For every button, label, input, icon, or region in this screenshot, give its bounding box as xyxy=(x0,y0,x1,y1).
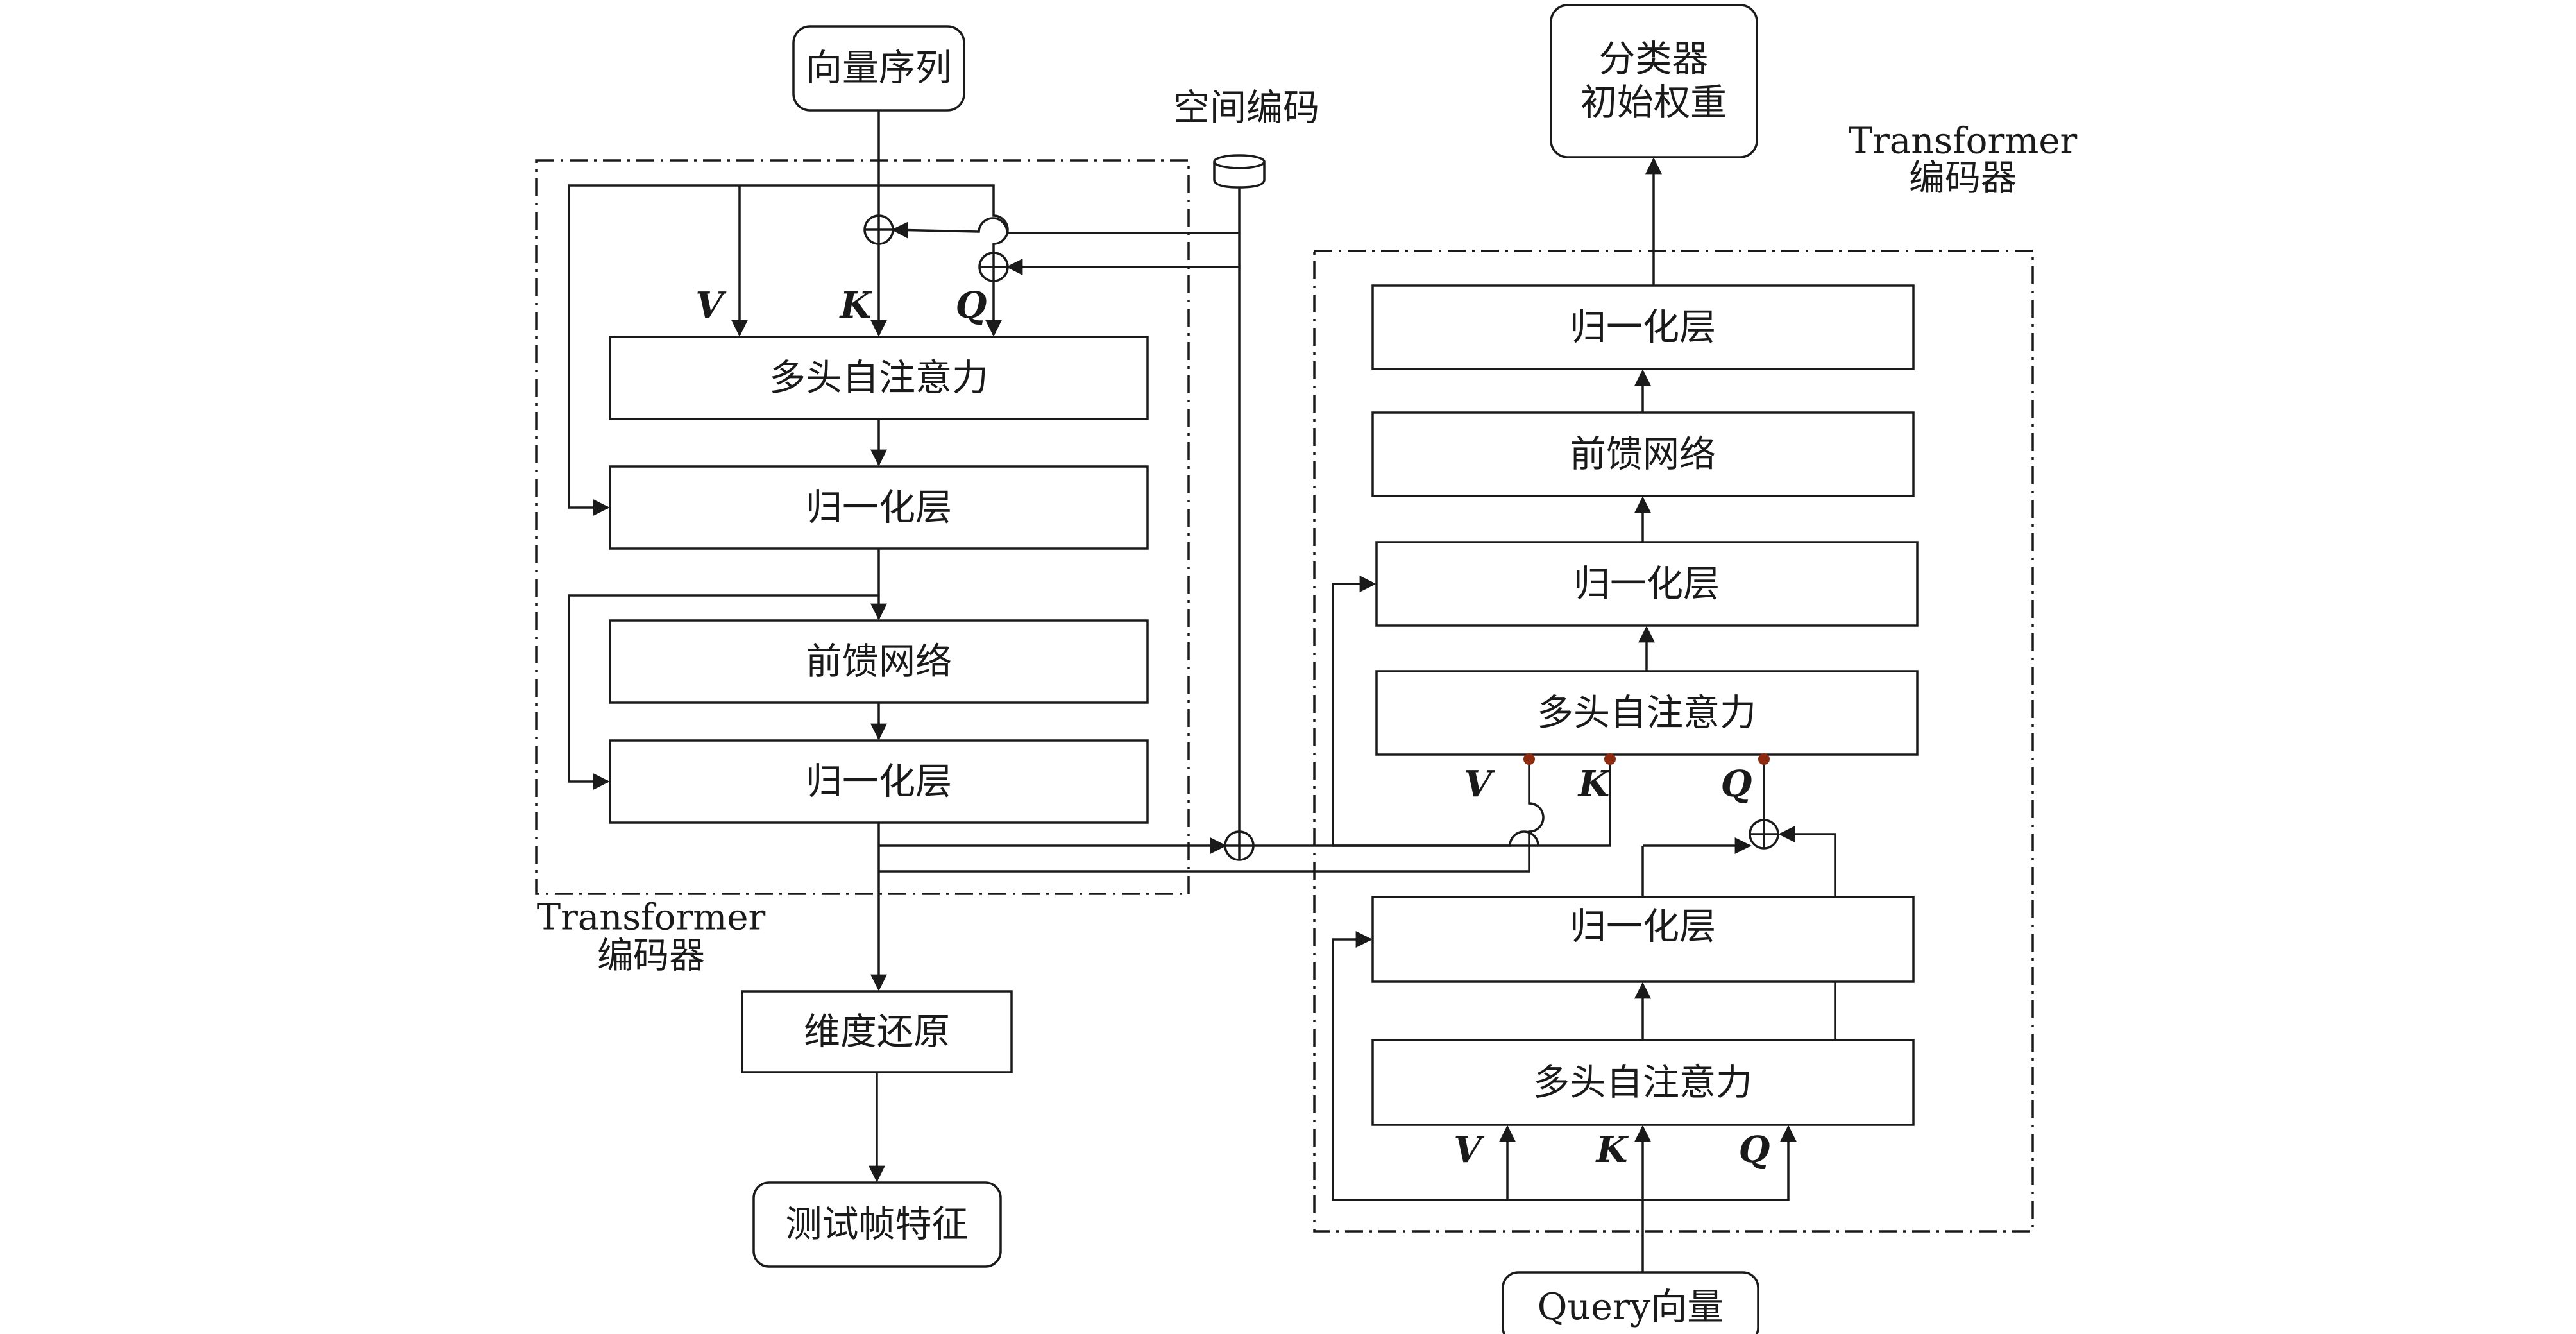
vector-sequence-label: 向量序列 xyxy=(806,47,952,89)
right-encoder-title: Transformer xyxy=(1849,121,2078,162)
cross-v-label: V xyxy=(1464,763,1495,805)
classifier-box xyxy=(1550,4,1758,158)
cross-q-port-dot xyxy=(1758,753,1770,765)
classifier-label-2: 初始权重 xyxy=(1580,81,1727,124)
cross-k-label: K xyxy=(1577,763,1611,805)
left-encoder-connections xyxy=(568,110,1241,1183)
left-ffn-label: 前馈网络 xyxy=(806,640,952,683)
dim-restore-label: 维度还原 xyxy=(804,1011,950,1053)
cross-k-port-dot xyxy=(1604,753,1616,765)
self-v-label: V xyxy=(1453,1129,1485,1171)
cross-v-port-dot xyxy=(1523,753,1535,765)
left-mhsa-box xyxy=(609,336,1149,420)
left-mhsa-label: 多头自注意力 xyxy=(769,357,988,399)
dim-restore-box xyxy=(741,990,1013,1073)
test-frame-feature-box xyxy=(752,1181,1002,1268)
right-mid-norm-label: 归一化层 xyxy=(1573,563,1720,605)
right-mid-norm-box xyxy=(1375,541,1919,627)
classifier-label-1: 分类器 xyxy=(1599,38,1709,80)
left-k-label: K xyxy=(839,284,873,327)
right-cross-attn-box xyxy=(1375,670,1919,756)
left-encoder-title: Transformer xyxy=(537,897,766,939)
right-encoder-frame xyxy=(1313,250,2034,1233)
query-vector-box xyxy=(1502,1271,1759,1334)
test-frame-feature-label: 测试帧特征 xyxy=(786,1203,969,1245)
right-self-attn-label: 多头自注意力 xyxy=(1533,1061,1752,1104)
right-self-attn-box xyxy=(1371,1039,1915,1126)
left-v-label: V xyxy=(695,284,727,327)
right-ffn-label: 前馈网络 xyxy=(1570,433,1716,475)
left-ffn-box xyxy=(609,619,1149,704)
right-top-norm-box xyxy=(1371,284,1915,370)
spatial-encoding-label: 空间编码 xyxy=(1173,87,1319,129)
encoder-memory-connections xyxy=(879,758,1611,873)
self-q-label: Q xyxy=(1739,1129,1770,1171)
left-norm2-box xyxy=(609,739,1149,824)
left-norm2-label: 归一化层 xyxy=(806,760,952,803)
left-encoder-frame xyxy=(535,159,1190,895)
left-encoder-subtitle: 编码器 xyxy=(597,936,705,977)
cross-q-label: Q xyxy=(1721,763,1752,805)
spatial-encoding-icon xyxy=(1213,154,1266,189)
right-encoder-connections xyxy=(1332,157,1836,1272)
left-q-label: Q xyxy=(956,284,987,327)
query-vector-label: Query向量 xyxy=(1538,1286,1724,1328)
self-k-label: K xyxy=(1595,1129,1629,1171)
right-low-norm-label: 归一化层 xyxy=(1570,905,1716,948)
right-encoder-subtitle: 编码器 xyxy=(1909,158,2017,200)
right-cross-attn-label: 多头自注意力 xyxy=(1537,692,1756,734)
left-norm1-label: 归一化层 xyxy=(806,486,952,529)
right-top-norm-label: 归一化层 xyxy=(1570,306,1716,348)
right-low-norm-box xyxy=(1371,896,1915,983)
